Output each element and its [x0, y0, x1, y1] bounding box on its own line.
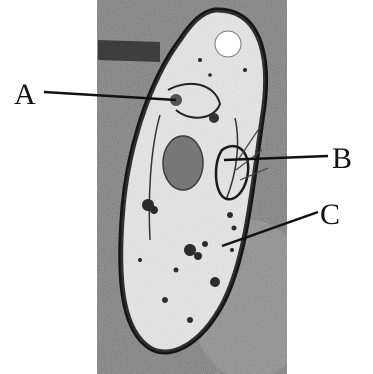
label-c: C	[320, 198, 340, 231]
label-a: A	[14, 78, 36, 111]
anterior-contractile-vacuole	[215, 31, 241, 57]
label-b: B	[332, 142, 352, 175]
